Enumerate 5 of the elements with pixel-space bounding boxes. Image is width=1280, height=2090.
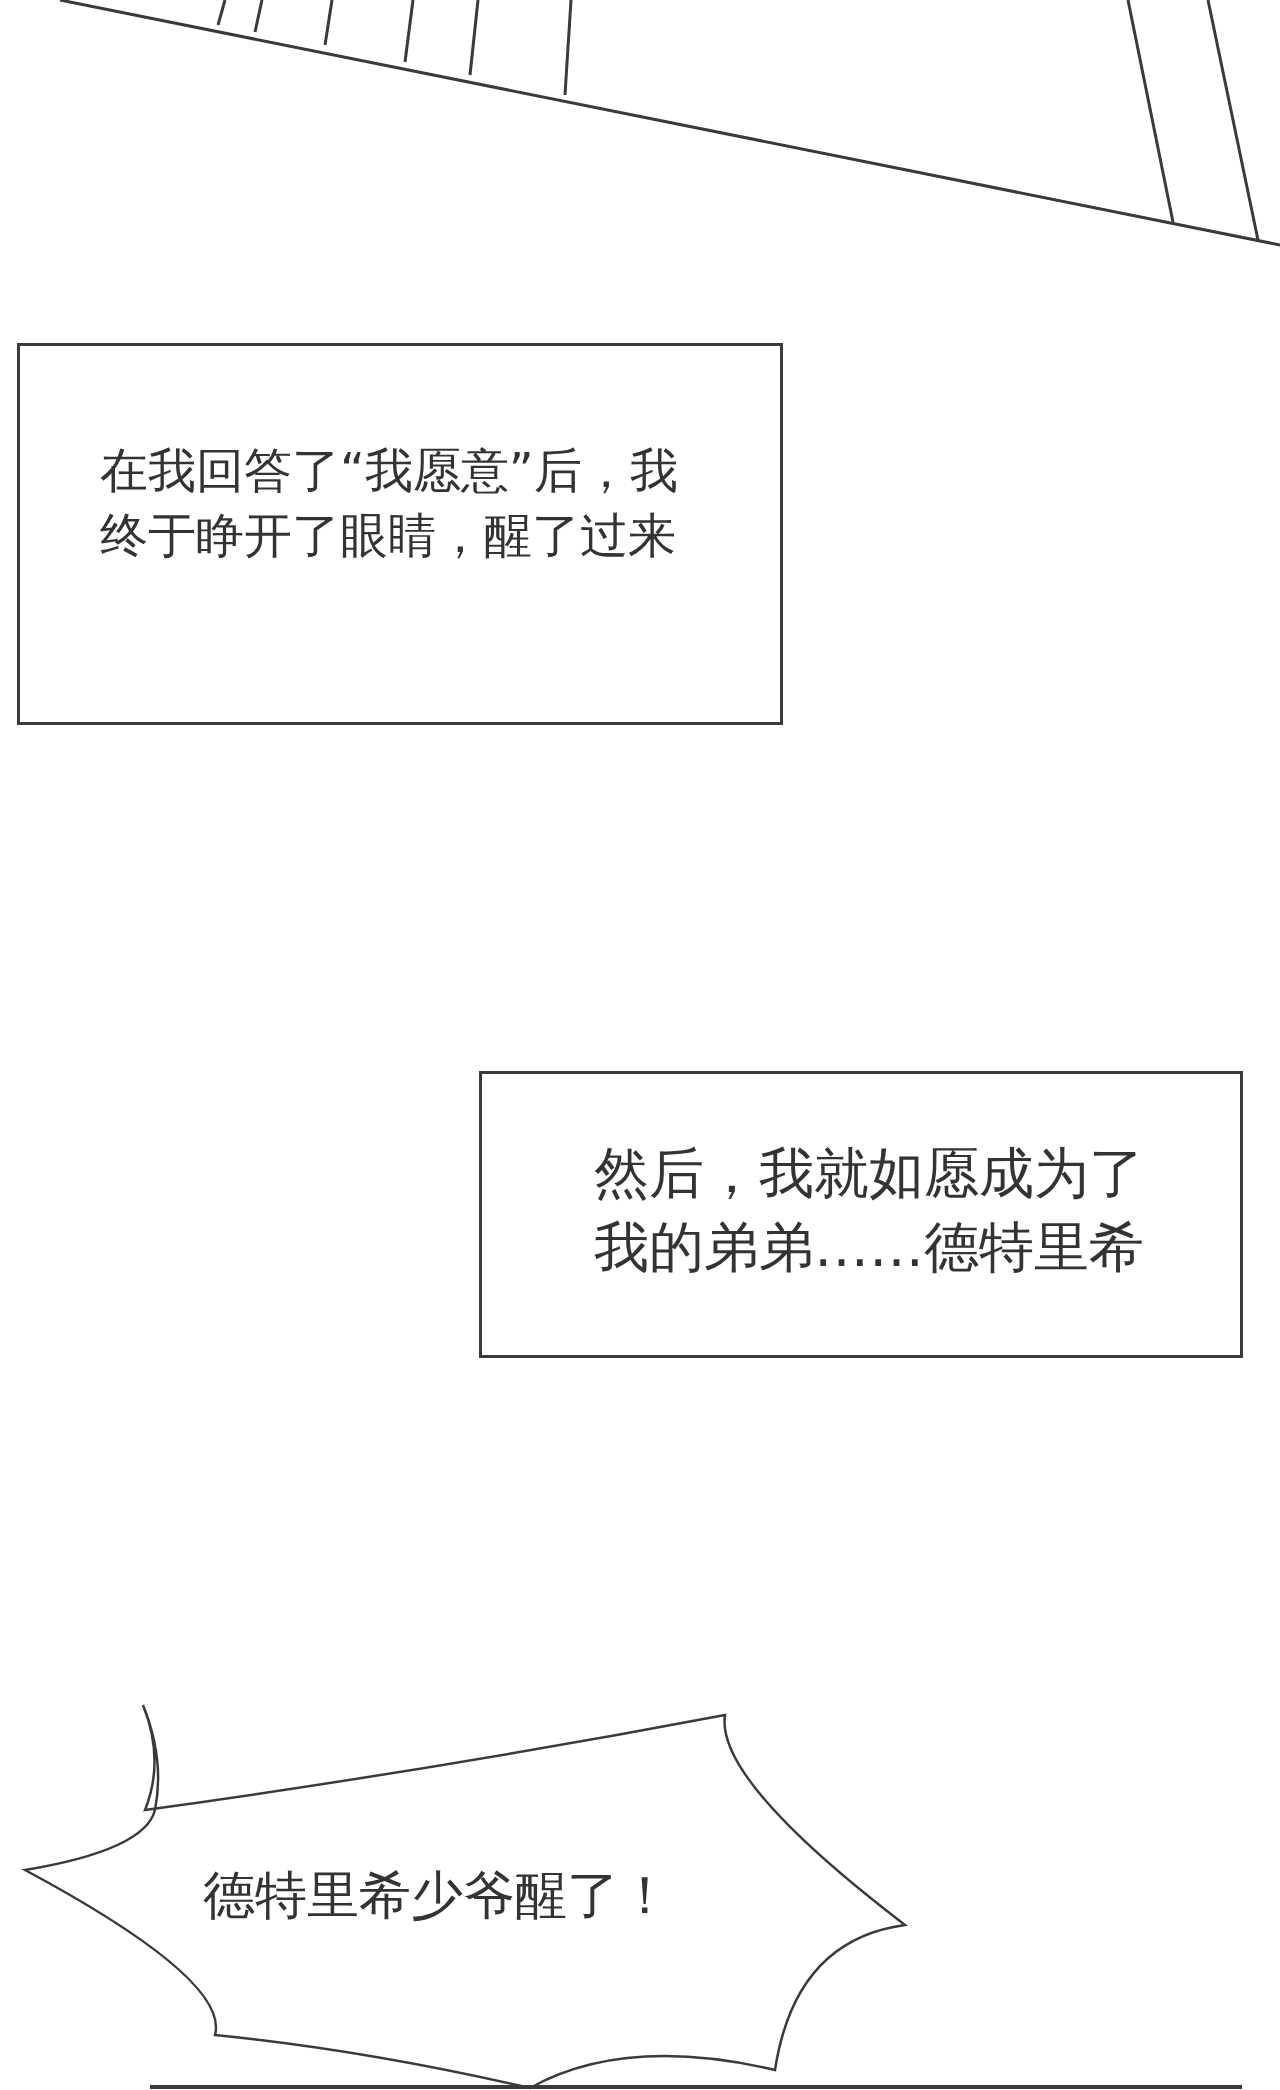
caption-text: 然后，我就如愿成为了我的弟弟……德特里希 bbox=[594, 1140, 1145, 1282]
caption-text: 在我回答了“我愿意”后，我终于睁开了眼睛，醒了过来 bbox=[100, 441, 679, 565]
caption-box bbox=[479, 1071, 1243, 1358]
caption-box bbox=[17, 343, 783, 725]
speech-text: 德特里希少爷醒了！ bbox=[203, 1864, 672, 1927]
